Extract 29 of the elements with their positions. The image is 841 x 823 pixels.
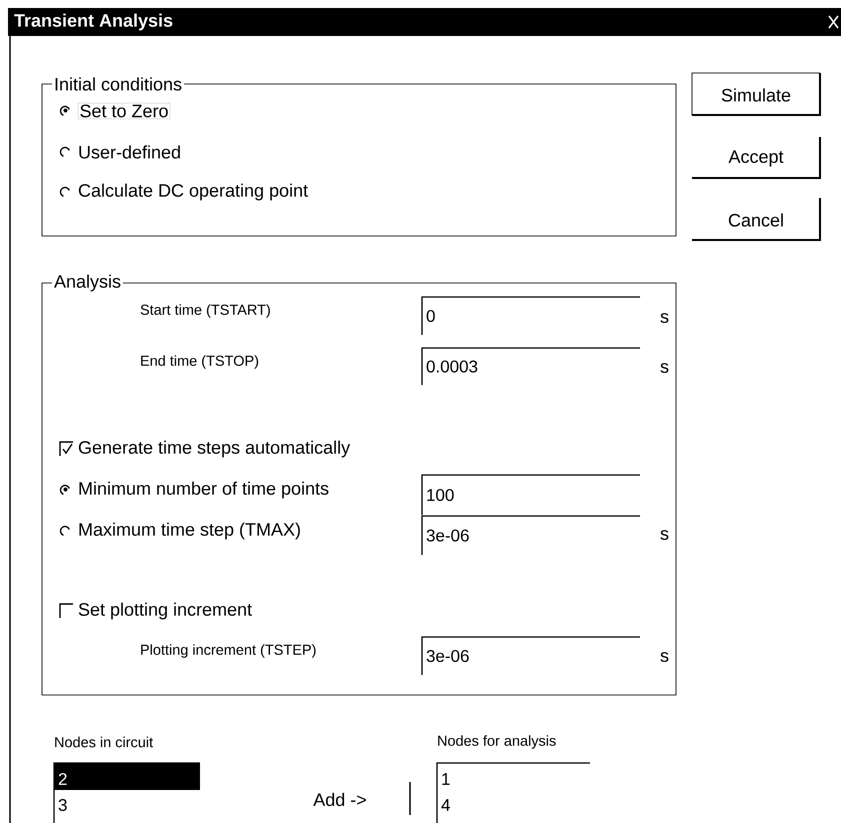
title-bar: Transient Analysis <box>8 8 841 36</box>
option-label: Set to Zero <box>78 102 170 120</box>
option-label: Maximum time step (TMAX) <box>79 522 300 540</box>
field-label: Plotting increment (TSTEP) <box>141 644 316 658</box>
button: Accept <box>692 137 821 179</box>
unit-label: s <box>660 652 668 662</box>
button: Simulate <box>692 72 821 116</box>
option-label: Generate time steps automatically <box>78 440 350 458</box>
unit-label: s <box>660 313 668 323</box>
input-field: 0 <box>421 296 640 335</box>
option-label: User-defined <box>79 145 180 159</box>
field-label: Start time (TSTART) <box>140 304 270 318</box>
list-box: 2 3 <box>53 762 200 823</box>
node-label: 3 <box>58 798 67 812</box>
unit-label: s <box>660 363 668 373</box>
option-label: Set plotting increment <box>78 602 252 620</box>
button: Add -> <box>313 782 411 815</box>
option-label: Minimum number of time points <box>79 482 328 498</box>
input-field: 3e-06 <box>421 636 640 675</box>
input-field: 100 <box>421 474 640 515</box>
button: Cancel <box>692 198 821 241</box>
field-label: End time (TSTOP) <box>141 355 258 369</box>
unit-label: s <box>660 530 668 540</box>
option-label: Calculate DC operating point <box>78 184 308 200</box>
input-field: 3e-06 <box>421 515 640 555</box>
field-label: Nodes in circuit <box>55 736 153 748</box>
field-label: Nodes for analysis <box>438 735 556 749</box>
input-field: 0.0003 <box>421 347 640 385</box>
list-box: 1 4 <box>436 762 590 823</box>
